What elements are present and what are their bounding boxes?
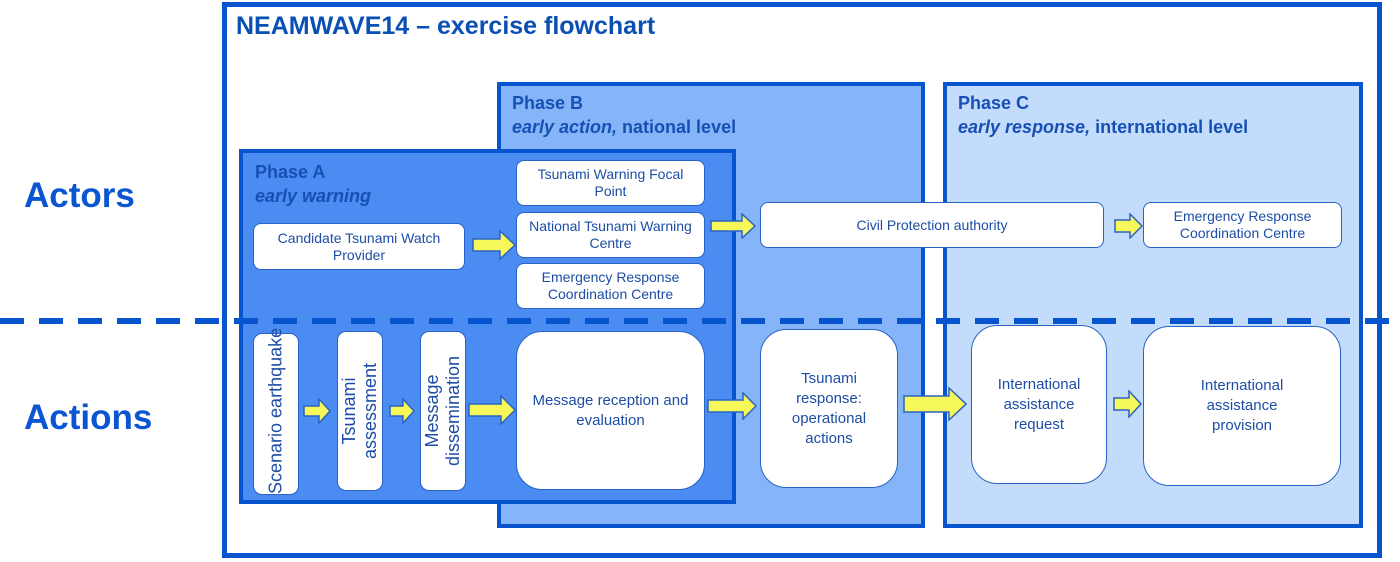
phase-b-subtitle: early action, national level [512, 115, 736, 139]
actions-row-label: Actions [24, 398, 153, 437]
actors-row-label: Actors [24, 176, 135, 215]
action-international-assistance-provision[interactable]: International assistance provision [1143, 326, 1341, 486]
actor-ercc-national[interactable]: Emergency Response Coordination Centre [516, 263, 705, 309]
arrow-ntwc-to-civil-protection [710, 213, 756, 239]
flowchart-title: NEAMWAVE14 – exercise flowchart [236, 12, 656, 40]
phase-b-subtitle-rest: national level [617, 117, 737, 137]
action-message-reception-evaluation[interactable]: Message reception and evaluation [516, 331, 705, 490]
action-tsunami-assessment-label: Tsunami assessment [339, 362, 380, 460]
action-international-assistance-request[interactable]: International assistance request [971, 325, 1107, 484]
arrow-reception-to-response [707, 392, 757, 420]
phase-a-subtitle: early warning [255, 184, 371, 208]
phase-a-title: Phase A [255, 162, 326, 182]
action-tsunami-assessment[interactable]: Tsunami assessment [337, 331, 383, 491]
phase-c-subtitle: early response, international level [958, 115, 1248, 139]
arrow-provider-to-ntwc [472, 229, 516, 261]
action-scenario-earthquake-label: Scenario earthquake [265, 327, 286, 494]
action-tsunami-response[interactable]: Tsunami response: operational actions [760, 329, 898, 488]
phase-c-subtitle-rest: international level [1090, 117, 1249, 137]
actors-actions-divider [0, 318, 1400, 324]
phase-c-title: Phase C [958, 93, 1030, 113]
phase-b-title: Phase B [512, 93, 584, 113]
arrow-scenario-to-assessment [303, 398, 331, 424]
arrow-dissemination-to-reception [468, 395, 516, 425]
arrow-response-to-request [903, 387, 967, 421]
arrow-civil-protection-to-ercc [1114, 213, 1143, 239]
action-message-dissemination-label: Message dissemination [422, 355, 463, 467]
arrow-assessment-to-dissemination [389, 398, 415, 424]
phase-a-subtitle-italic: early warning [255, 186, 372, 206]
arrow-request-to-provision [1113, 390, 1142, 418]
actor-tsunami-warning-focal-point[interactable]: Tsunami Warning Focal Point [516, 160, 705, 206]
phase-a-panel: Phase A early warning [239, 149, 736, 504]
phase-b-subtitle-italic: early action, [512, 117, 618, 137]
action-scenario-earthquake[interactable]: Scenario earthquake [253, 327, 299, 495]
actor-national-tsunami-warning-centre[interactable]: National Tsunami Warning Centre [516, 212, 705, 258]
actor-candidate-tsunami-watch-provider[interactable]: Candidate Tsunami Watch Provider [253, 223, 465, 270]
actor-civil-protection-authority[interactable]: Civil Protection authority [760, 202, 1104, 248]
phase-c-subtitle-italic: early response, [958, 117, 1091, 137]
actor-ercc-international[interactable]: Emergency Response Coordination Centre [1143, 202, 1342, 248]
action-message-dissemination[interactable]: Message dissemination [420, 331, 466, 491]
